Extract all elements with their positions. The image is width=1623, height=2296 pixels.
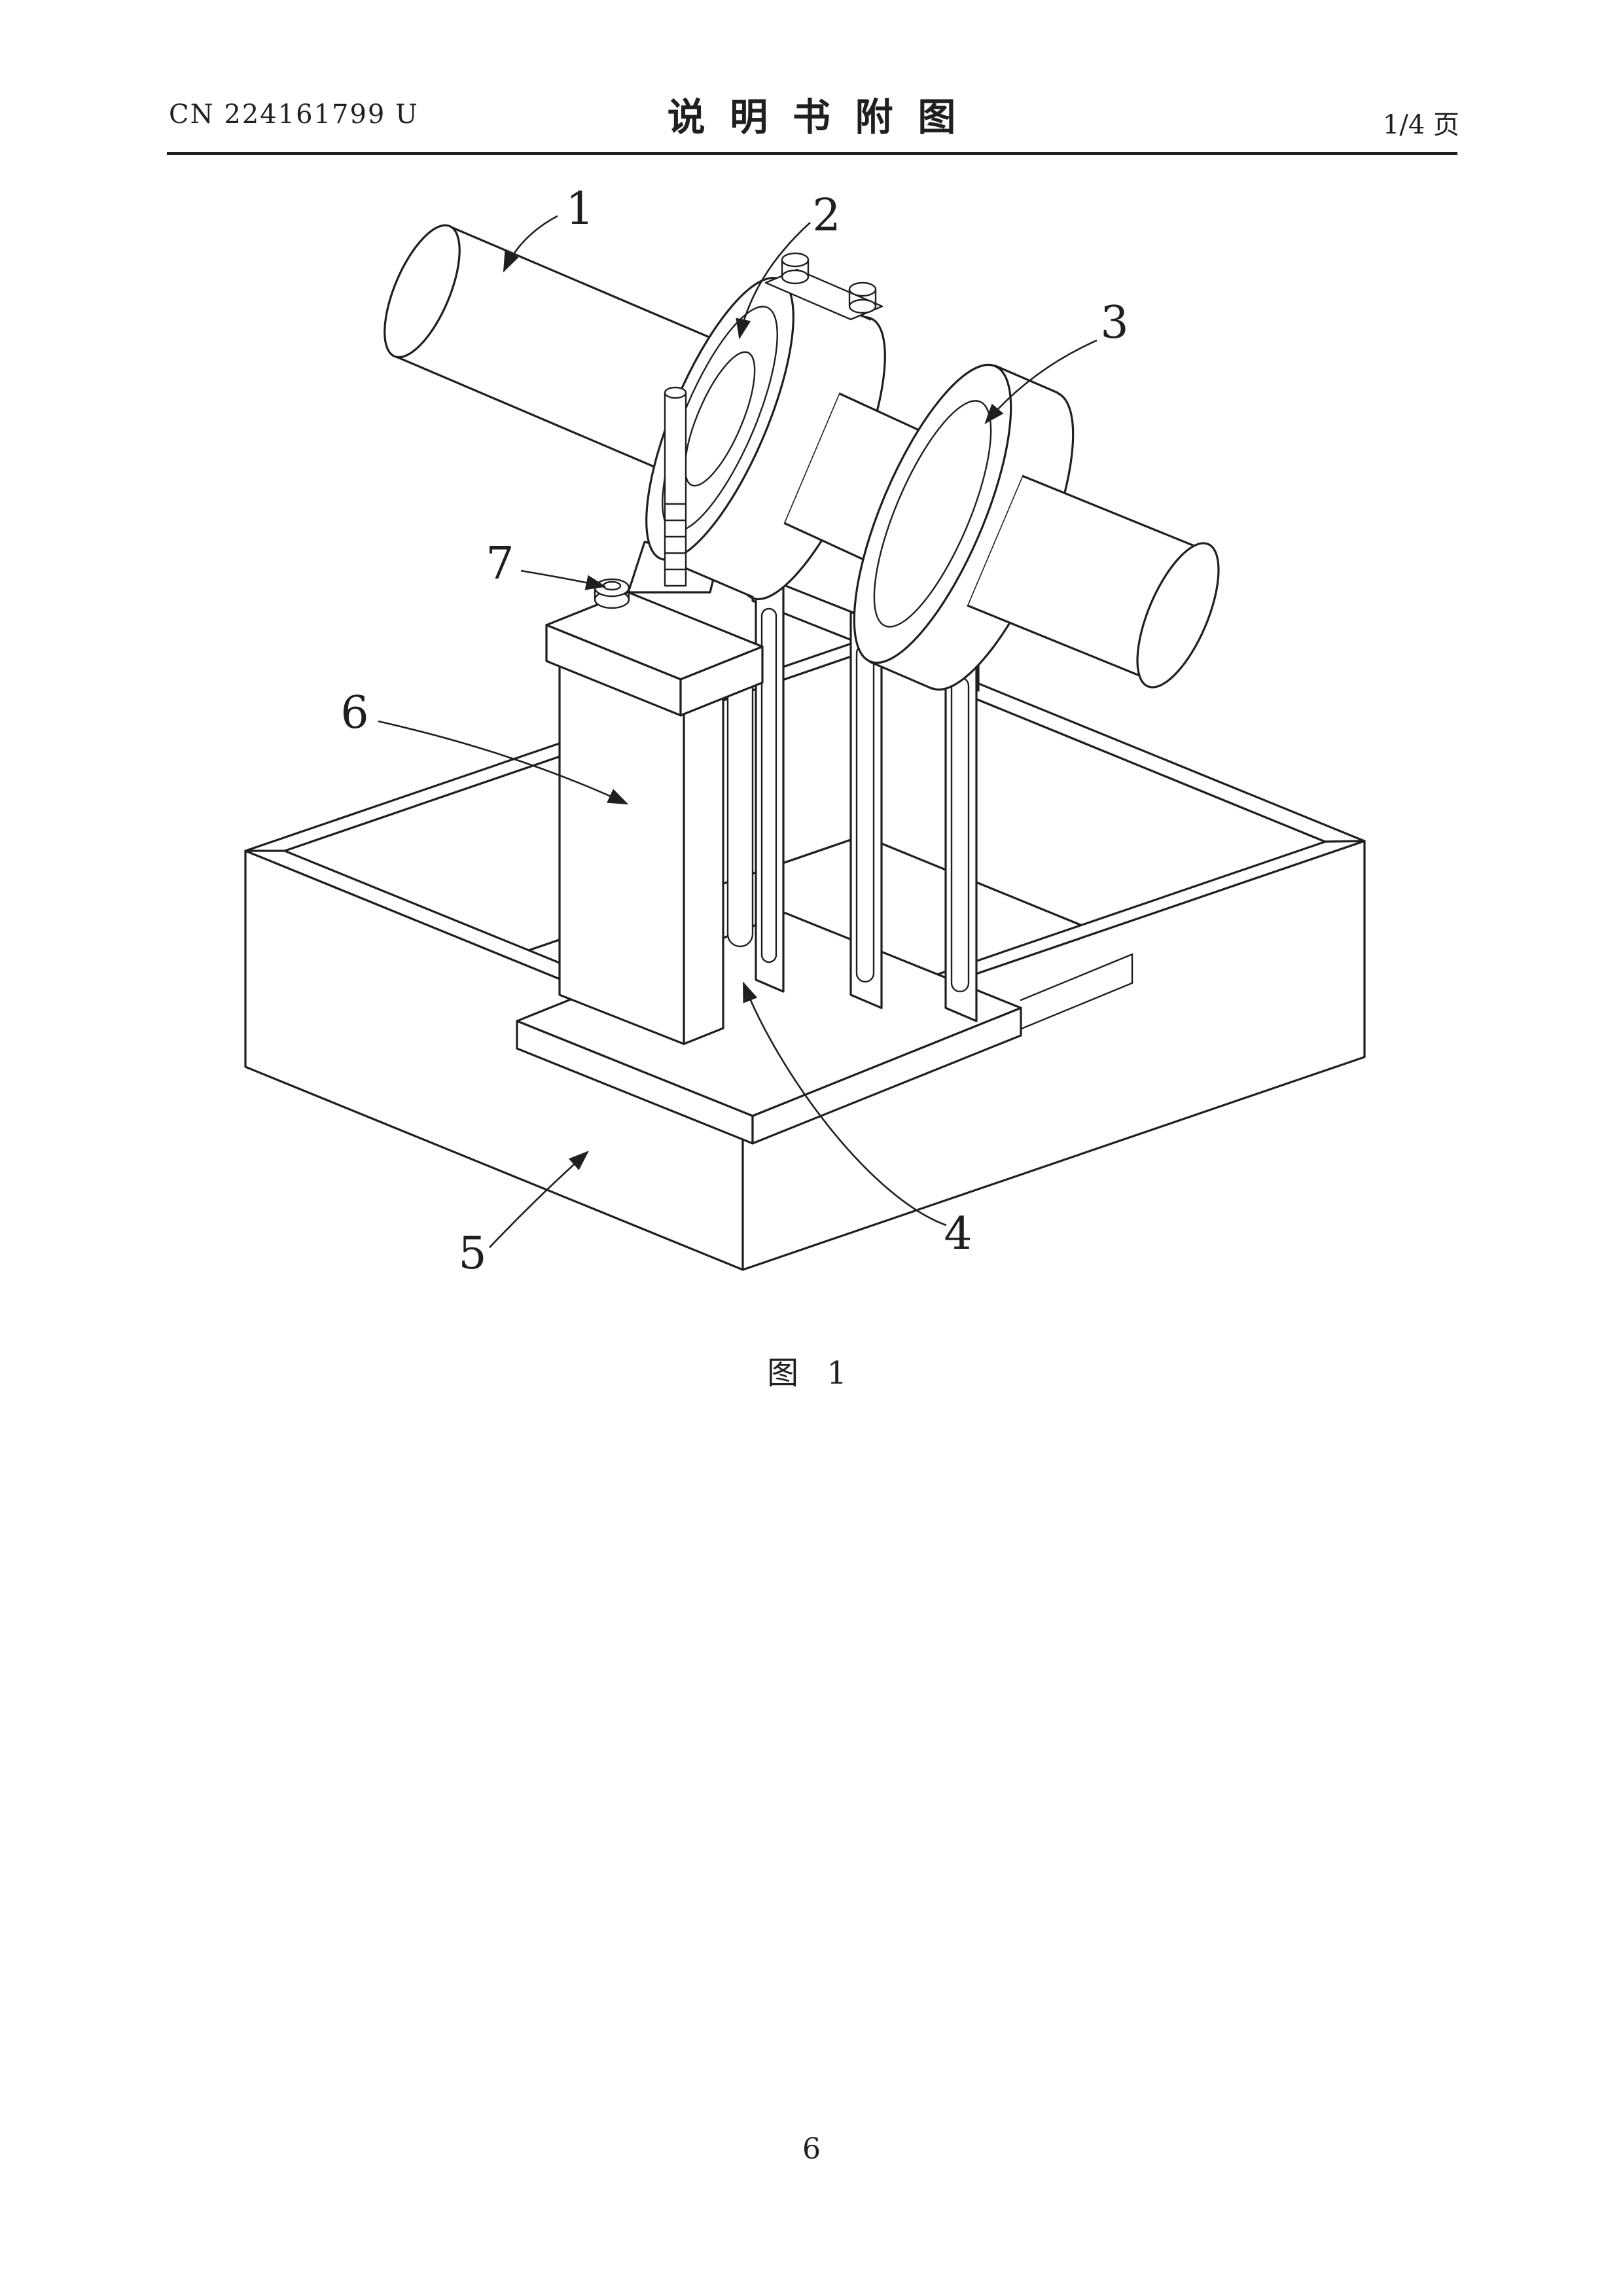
leader-1 (503, 215, 558, 273)
figure-label-7: 7 (486, 538, 514, 590)
figure-label-1: 1 (565, 183, 594, 235)
figure-label-2: 2 (812, 190, 840, 242)
figure-label-6: 6 (340, 687, 368, 739)
figure-label-4: 4 (944, 1208, 972, 1260)
figure-label-5: 5 (458, 1228, 486, 1280)
clamp-bolt-right (848, 281, 877, 314)
leader-7 (520, 569, 607, 590)
leader-3 (984, 339, 1097, 424)
bracket-bolt (594, 578, 630, 609)
figure-labels: 1 2 3 7 6 5 4 (340, 183, 1128, 1280)
leader-lines (378, 215, 1097, 1248)
figure-caption: 图 1 (767, 1355, 856, 1391)
leader-4 (742, 981, 947, 1227)
shaft-left (383, 224, 749, 484)
figure-label-3: 3 (1100, 297, 1128, 349)
support-column (558, 643, 724, 1045)
leader-2 (736, 222, 811, 340)
page-number: 6 (802, 2132, 821, 2166)
header-page-indicator: 1/4 页 (1382, 110, 1459, 140)
support-pedestal (516, 541, 1133, 1145)
header-title: 说明书附图 (667, 95, 981, 139)
header-doc-number: CN 224161799 U (169, 99, 419, 130)
clamp-pin (664, 386, 687, 587)
leader-6 (378, 720, 629, 805)
leader-5 (489, 1151, 589, 1248)
clamp-bolt-left (781, 252, 810, 285)
header-rule (167, 152, 1457, 155)
collar-and-shaft-right (853, 363, 1220, 691)
